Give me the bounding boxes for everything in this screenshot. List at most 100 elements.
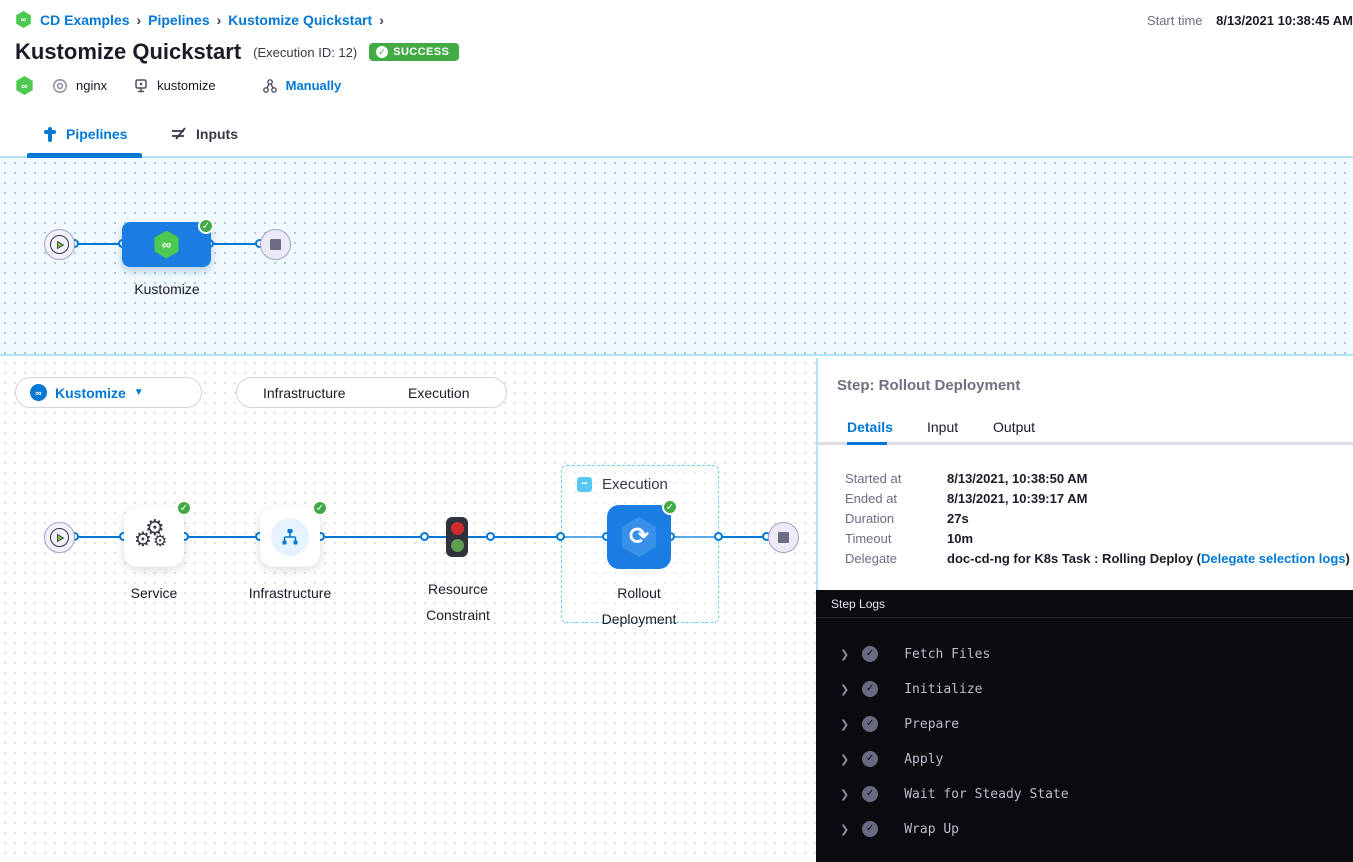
- step-success-icon: ✓: [312, 500, 328, 516]
- breadcrumb-kustomize-quickstart[interactable]: Kustomize Quickstart: [228, 12, 372, 28]
- log-success-icon: ✓: [862, 716, 878, 732]
- step-node-resource-constraint[interactable]: [446, 517, 468, 557]
- chevron-right-icon[interactable]: ❯: [840, 823, 849, 836]
- delegate-value: doc-cd-ng for K8s Task : Rolling Deploy …: [947, 551, 1350, 566]
- detail-label: Delegate: [845, 551, 897, 566]
- chevron-right-icon[interactable]: ❯: [840, 788, 849, 801]
- detail-label: Timeout: [845, 531, 891, 546]
- log-success-icon: ✓: [862, 646, 878, 662]
- step-label-infrastructure: Infrastructure: [228, 580, 352, 606]
- service-name[interactable]: nginx: [76, 78, 107, 93]
- log-section-apply[interactable]: ❯ ✓ Apply: [816, 747, 1353, 771]
- cd-module-icon: ∞: [15, 11, 32, 28]
- step-node-service[interactable]: ⚙ ⚙ ⚙: [124, 507, 184, 567]
- stage-selector-label: Kustomize: [55, 385, 126, 401]
- connector-dot: [714, 532, 723, 541]
- trigger-type-link[interactable]: Manually: [286, 78, 342, 93]
- step-node-infrastructure[interactable]: [260, 507, 320, 567]
- chevron-right-icon[interactable]: ❯: [840, 718, 849, 731]
- step-label-rollout-deployment: Rollout Deployment: [584, 580, 694, 632]
- log-section-prepare[interactable]: ❯ ✓ Prepare: [816, 712, 1353, 736]
- check-icon: ✓: [376, 46, 388, 58]
- stage-graph-canvas[interactable]: ∞ ✓ Kustomize: [0, 158, 1353, 356]
- tab-inputs-label: Inputs: [196, 126, 238, 142]
- chevron-right-icon[interactable]: ❯: [840, 753, 849, 766]
- connector-dot: [556, 532, 565, 541]
- step-label-service: Service: [104, 580, 204, 606]
- step-label-resource-constraint: Resource Constraint: [412, 576, 504, 628]
- stage-success-icon: ✓: [198, 218, 214, 234]
- view-tabbar: Pipelines Inputs: [0, 115, 1353, 158]
- service-icon: [52, 78, 68, 94]
- environment-icon: [133, 78, 149, 94]
- log-section-label: Apply: [904, 752, 943, 767]
- log-section-initialize[interactable]: ❯ ✓ Initialize: [816, 677, 1353, 701]
- log-section-label: Wait for Steady State: [904, 787, 1068, 802]
- tab-pipelines[interactable]: Pipelines: [42, 126, 127, 142]
- tab-output[interactable]: Output: [993, 419, 1035, 435]
- stage-selector-dropdown[interactable]: ∞ Kustomize ▼: [15, 377, 202, 408]
- log-section-fetch-files[interactable]: ❯ ✓ Fetch Files: [816, 642, 1353, 666]
- log-success-icon: ✓: [862, 751, 878, 767]
- tab-details[interactable]: Details: [847, 419, 893, 435]
- log-section-label: Initialize: [904, 682, 982, 697]
- step-logs-header: Step Logs: [816, 590, 1353, 618]
- execution-group-label: Execution: [602, 476, 668, 493]
- breadcrumb-separator: ›: [136, 12, 141, 28]
- detail-label: Ended at: [845, 491, 897, 506]
- tab-separator: [818, 442, 1353, 445]
- step-panel-title: Step: Rollout Deployment: [837, 377, 1020, 394]
- chevron-right-icon[interactable]: ❯: [840, 648, 849, 661]
- execution-graph-canvas[interactable]: ∞ Kustomize ▼ Infrastructure Execution −…: [0, 358, 816, 862]
- detail-value: 8/13/2021, 10:39:17 AM: [947, 491, 1087, 506]
- status-badge-label: SUCCESS: [393, 46, 449, 58]
- step-node-rollout-deployment[interactable]: ⟳: [607, 505, 671, 569]
- chevron-down-icon: ▼: [134, 387, 144, 398]
- active-tab-underline: [847, 442, 887, 445]
- breadcrumb-separator: ›: [217, 12, 222, 28]
- tab-inputs[interactable]: Inputs: [170, 126, 238, 142]
- tab-input[interactable]: Input: [927, 419, 958, 435]
- detail-label: Started at: [845, 471, 901, 486]
- execution-end-icon: [768, 522, 799, 553]
- log-section-label: Wrap Up: [904, 822, 959, 837]
- traffic-light-red: [451, 522, 464, 535]
- detail-label: Duration: [845, 511, 894, 526]
- inputs-icon: [170, 126, 188, 142]
- breadcrumb-pipelines[interactable]: Pipelines: [148, 12, 209, 28]
- breadcrumb: ∞ CD Examples › Pipelines › Kustomize Qu…: [15, 11, 391, 28]
- log-success-icon: ✓: [862, 681, 878, 697]
- delegate-text: doc-cd-ng for K8s Task : Rolling Deploy …: [947, 551, 1201, 566]
- step-logs-panel: Step Logs ❯ ✓ Fetch Files ❯ ✓ Initialize…: [816, 590, 1353, 862]
- collapse-group-icon[interactable]: −: [577, 477, 592, 492]
- cd-stage-icon: ∞: [30, 384, 47, 401]
- breadcrumb-cd-examples[interactable]: CD Examples: [40, 12, 129, 28]
- breadcrumb-separator: ›: [379, 12, 384, 28]
- stage-node-label: Kustomize: [102, 276, 232, 302]
- cd-stage-icon: ∞: [153, 231, 181, 259]
- delegate-selection-logs-link[interactable]: Delegate selection logs: [1201, 551, 1346, 566]
- toggle-infrastructure[interactable]: Infrastructure: [237, 385, 372, 401]
- toggle-execution[interactable]: Execution: [372, 385, 507, 401]
- start-time-label: Start time: [1147, 13, 1203, 28]
- log-success-icon: ✓: [862, 821, 878, 837]
- detail-value: 8/13/2021, 10:38:50 AM: [947, 471, 1087, 486]
- connector-dot: [486, 532, 495, 541]
- step-details-panel: Step: Rollout Deployment Details Input O…: [816, 358, 1353, 590]
- trigger-icon: [262, 78, 278, 94]
- rollout-refresh-icon: ⟳: [629, 525, 649, 549]
- pipeline-start-icon: [44, 229, 75, 260]
- log-section-label: Fetch Files: [904, 647, 990, 662]
- execution-start-icon: [44, 522, 75, 553]
- log-section-wrap-up[interactable]: ❯ ✓ Wrap Up: [816, 817, 1353, 841]
- log-section-wait-for-steady-state[interactable]: ❯ ✓ Wait for Steady State: [816, 782, 1353, 806]
- log-section-label: Prepare: [904, 717, 959, 732]
- view-toggle: Infrastructure Execution: [236, 377, 507, 408]
- pipeline-end-icon: [260, 229, 291, 260]
- environment-name[interactable]: kustomize: [157, 78, 216, 93]
- step-success-icon: ✓: [176, 500, 192, 516]
- chevron-right-icon[interactable]: ❯: [840, 683, 849, 696]
- detail-value: 27s: [947, 511, 969, 526]
- execution-meta-row: ∞ nginx kustomize Manually: [15, 76, 341, 95]
